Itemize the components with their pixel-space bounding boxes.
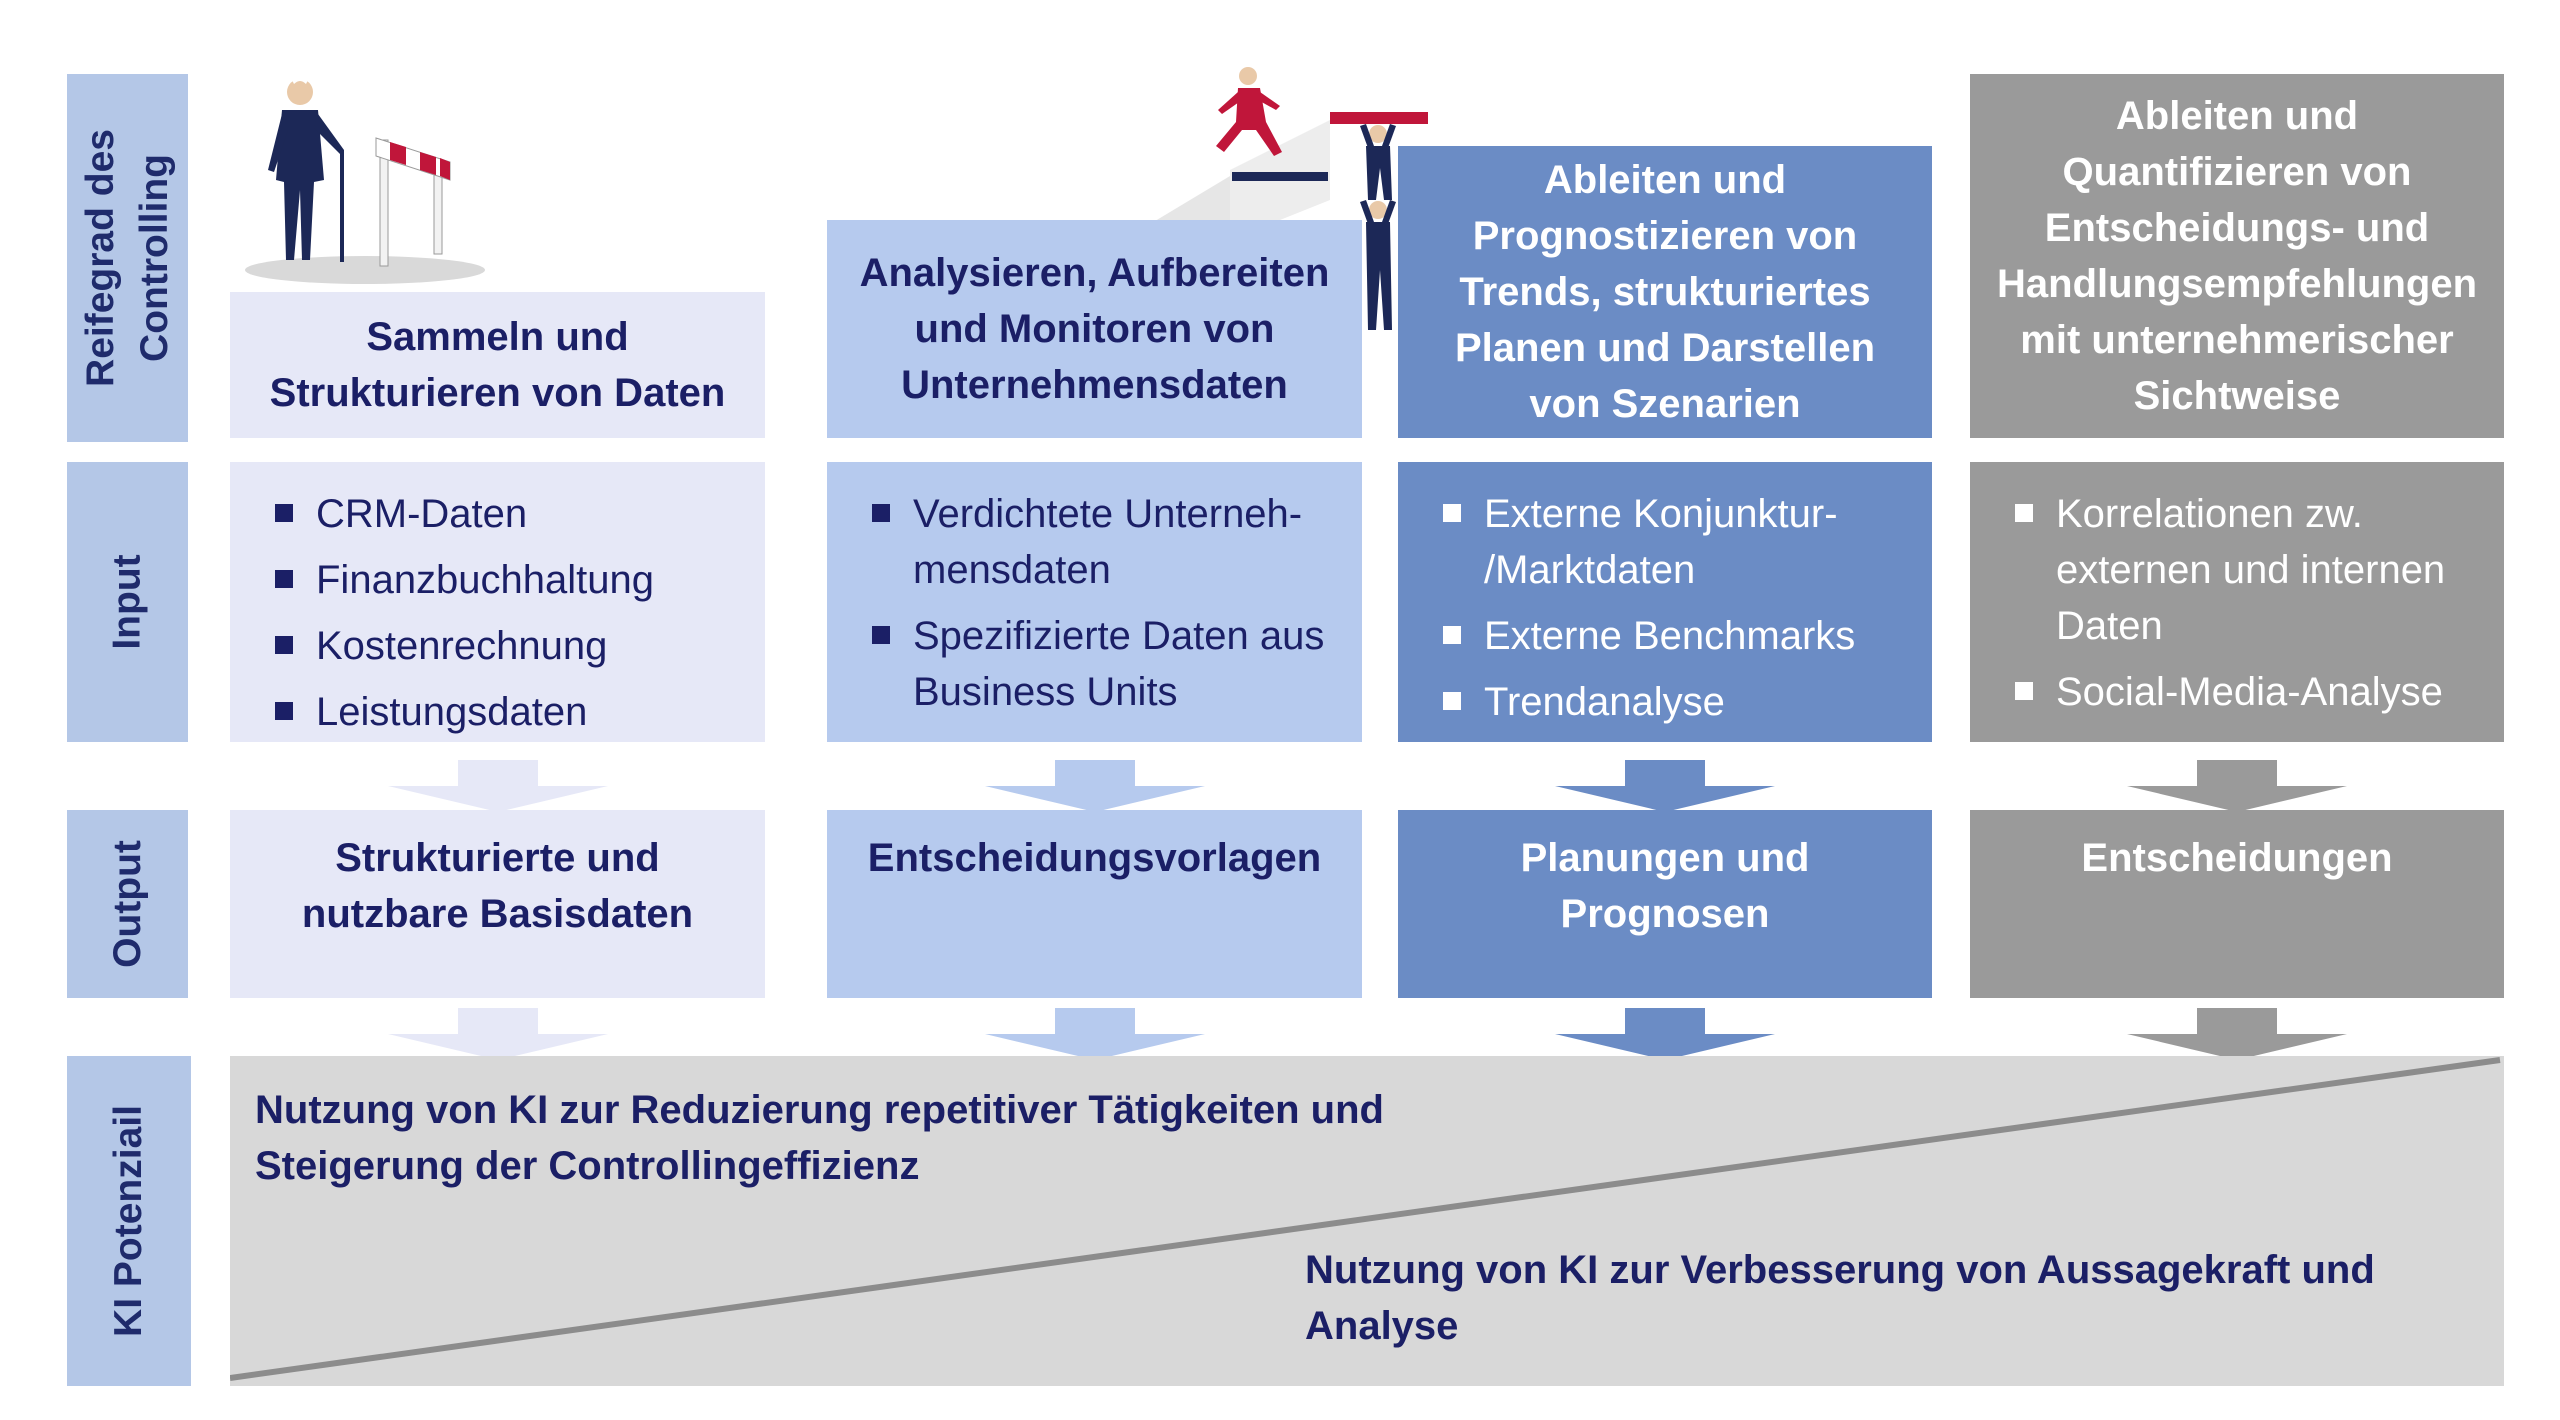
- input-col1-item4: Leistungsdaten: [250, 684, 745, 740]
- input-col1: CRM-Daten Finanzbuchhaltung Kostenrechnu…: [230, 462, 765, 742]
- businessman-hurdle-icon: [245, 76, 485, 284]
- input-col1-item1: CRM-Daten: [250, 486, 745, 542]
- arrow-down-icon: [388, 760, 608, 812]
- header-col1: Sammeln und Strukturieren von Daten: [230, 292, 765, 438]
- arrow-down-icon: [1555, 1008, 1775, 1060]
- input-col3-item1-line2: /Marktdaten: [1484, 548, 1696, 592]
- arrow-down-icon: [2127, 1008, 2347, 1060]
- input-col3-item1: Externe Konjunktur- /Marktdaten: [1418, 486, 1912, 598]
- output-col3-line1: Planungen und: [1520, 836, 1810, 880]
- header-col3-line2: Prognostizieren von: [1472, 214, 1858, 258]
- arrow-down-icon: [985, 1008, 1205, 1060]
- header-col2-line2: und Monitoren von: [914, 307, 1275, 351]
- input-col2-item2-line2: Business Units: [913, 670, 1178, 714]
- ki-top-text-line2: Steigerung der Controllingeffizienz: [255, 1144, 920, 1188]
- output-col1-line2: nutzbare Basisdaten: [301, 892, 694, 936]
- input-col3-item2: Externe Benchmarks: [1418, 608, 1912, 664]
- ki-top-text-line1: Nutzung von KI zur Reduzierung repetitiv…: [255, 1088, 1384, 1132]
- arrow-down-icon: [1555, 760, 1775, 812]
- input-col4-item1-line1: Korrelationen zw.: [2056, 492, 2363, 536]
- input-col4-item1-line2: externen und internen: [2056, 548, 2446, 592]
- row-label-output-text: Output: [105, 840, 149, 968]
- input-col2-item1-line1: Verdichtete Unterneh-: [913, 492, 1303, 536]
- header-col4-line1: Ableiten und: [2115, 94, 2359, 138]
- row-label-reifegrad-line2: Controlling: [132, 154, 176, 362]
- ki-bottom-text: Nutzung von KI zur Verbesserung von Auss…: [1305, 1242, 2485, 1354]
- input-col2-item2: Spezifizierte Daten aus Business Units: [847, 608, 1342, 720]
- header-col3-line4: Planen und Darstellen: [1454, 326, 1876, 370]
- row-label-ki: KI Potenziail: [67, 1056, 191, 1386]
- input-col3-item1-line1: Externe Konjunktur-: [1484, 492, 1838, 536]
- header-col3-line5: von Szenarien: [1529, 382, 1801, 426]
- header-col4-line3: Entscheidungs- und: [2044, 206, 2430, 250]
- header-col3-line1: Ableiten und: [1543, 158, 1787, 202]
- header-col2: Analysieren, Aufbereiten und Monitoren v…: [827, 220, 1362, 438]
- input-col4: Korrelationen zw. externen und internen …: [1970, 462, 2504, 742]
- row-label-reifegrad-line1: Reifegrad des: [78, 129, 122, 387]
- output-col4: Entscheidungen: [1970, 810, 2504, 998]
- ki-bottom-text-line2: Analyse: [1305, 1304, 1459, 1348]
- output-col1-line1: Strukturierte und: [335, 836, 660, 880]
- input-col2-item2-line1: Spezifizierte Daten aus: [913, 614, 1325, 658]
- output-col4-line1: Entscheidungen: [2081, 836, 2393, 880]
- input-col1-item2: Finanzbuchhaltung: [250, 552, 745, 608]
- output-col2: Entscheidungsvorlagen: [827, 810, 1362, 998]
- row-label-reifegrad: Reifegrad des Controlling: [67, 74, 188, 442]
- header-col4: Ableiten und Quantifizieren von Entschei…: [1970, 74, 2504, 438]
- input-col2: Verdichtete Unterneh- mensdaten Spezifiz…: [827, 462, 1362, 742]
- arrow-down-icon: [985, 760, 1205, 812]
- row-label-input: Input: [67, 462, 188, 742]
- ki-top-text: Nutzung von KI zur Reduzierung repetitiv…: [255, 1082, 1555, 1194]
- row-label-ki-text: KI Potenziail: [107, 1105, 150, 1337]
- header-col2-line1: Analysieren, Aufbereiten: [859, 251, 1330, 295]
- header-col3-line3: Trends, strukturiertes: [1459, 270, 1871, 314]
- header-col4-line4: Handlungsempfehlungen: [1997, 262, 2477, 306]
- input-col2-item1-line2: mensdaten: [913, 548, 1111, 592]
- input-col3-item3-line1: Trendanalyse: [1484, 680, 1725, 724]
- arrow-down-icon: [388, 1008, 608, 1060]
- output-col3: Planungen und Prognosen: [1398, 810, 1932, 998]
- input-col4-item2: Social-Media-Analyse: [1990, 664, 2484, 720]
- input-col2-item1: Verdichtete Unterneh- mensdaten: [847, 486, 1342, 598]
- arrow-down-icon: [2127, 760, 2347, 812]
- header-col4-line6: Sichtweise: [2133, 374, 2341, 418]
- output-col3-line2: Prognosen: [1560, 892, 1770, 936]
- header-col1-line1: Sammeln und: [366, 315, 629, 359]
- ki-bottom-text-line1: Nutzung von KI zur Verbesserung von Auss…: [1305, 1248, 2375, 1292]
- input-col4-item1: Korrelationen zw. externen und internen …: [1990, 486, 2484, 654]
- ki-diagonal-divider: [230, 1057, 2501, 1381]
- header-col3: Ableiten und Prognostizieren von Trends,…: [1398, 146, 1932, 438]
- input-col3-item2-line1: Externe Benchmarks: [1484, 614, 1856, 658]
- input-col4-item2-line1: Social-Media-Analyse: [2056, 670, 2443, 714]
- output-col1: Strukturierte und nutzbare Basisdaten: [230, 810, 765, 998]
- header-col1-line2: Strukturieren von Daten: [269, 371, 726, 415]
- row-label-input-text: Input: [105, 554, 149, 650]
- header-col2-line3: Unternehmensdaten: [901, 363, 1288, 407]
- input-col4-item1-line3: Daten: [2056, 604, 2163, 648]
- input-col1-item3: Kostenrechnung: [250, 618, 745, 674]
- header-col4-line5: mit unternehmerischer: [2020, 318, 2454, 362]
- row-label-output: Output: [67, 810, 188, 998]
- input-col3-item3: Trendanalyse: [1418, 674, 1912, 730]
- output-col2-line1: Entscheidungsvorlagen: [867, 836, 1322, 880]
- header-col4-line2: Quantifizieren von: [2062, 150, 2412, 194]
- input-col3: Externe Konjunktur- /Marktdaten Externe …: [1398, 462, 1932, 742]
